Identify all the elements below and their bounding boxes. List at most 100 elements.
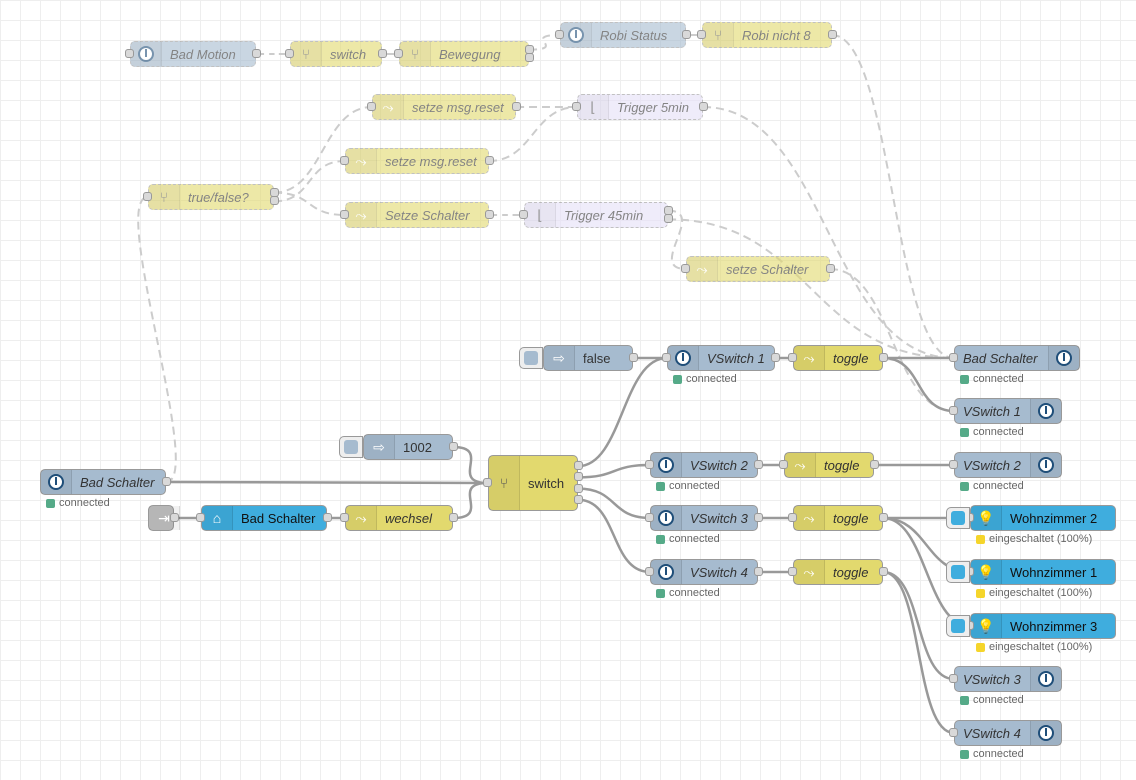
input-port[interactable] xyxy=(367,102,376,111)
node-vswitch-4[interactable]: VSwitch 4 xyxy=(650,559,758,585)
node-vswitch-3[interactable]: VSwitch 3 xyxy=(650,505,758,531)
input-port[interactable] xyxy=(788,353,797,362)
node-true-false[interactable]: ⑂true/false? xyxy=(148,184,274,210)
node-toggle[interactable]: ⤳toggle xyxy=(793,505,883,531)
wire[interactable] xyxy=(577,487,651,520)
wire[interactable] xyxy=(882,356,955,413)
output-port[interactable] xyxy=(664,214,673,224)
wire[interactable] xyxy=(577,498,651,574)
node-toggle[interactable]: ⤳toggle xyxy=(793,559,883,585)
wire[interactable] xyxy=(273,160,346,203)
node-bad-schalter[interactable]: ⌂Bad Schalter xyxy=(201,505,327,531)
node-wohnzimmer-1[interactable]: 💡Wohnzimmer 1 xyxy=(970,559,1116,585)
input-port[interactable] xyxy=(662,353,671,362)
node-switch[interactable]: ⑂switch xyxy=(290,41,382,67)
output-port[interactable] xyxy=(574,472,583,482)
inject-button[interactable] xyxy=(946,507,970,529)
node-link-in-icon[interactable]: ⇥ xyxy=(148,505,180,531)
node-setze-schalter[interactable]: ⤳setze Schalter xyxy=(686,256,830,282)
node-robi-nicht-8[interactable]: ⑂Robi nicht 8 xyxy=(702,22,832,48)
input-port[interactable] xyxy=(949,728,958,737)
output-port[interactable] xyxy=(754,567,763,576)
inject-button[interactable] xyxy=(946,615,970,637)
wire[interactable] xyxy=(273,191,346,216)
input-port[interactable] xyxy=(285,49,294,58)
node-bad-schalter[interactable]: Bad Schalter xyxy=(954,345,1080,371)
wire[interactable] xyxy=(577,463,651,479)
output-port[interactable] xyxy=(323,513,332,522)
node-vswitch-3[interactable]: VSwitch 3 xyxy=(954,666,1062,692)
input-port[interactable] xyxy=(681,264,690,273)
input-port[interactable] xyxy=(196,513,205,522)
output-port[interactable] xyxy=(449,442,458,451)
input-port[interactable] xyxy=(519,210,528,219)
node-vswitch-2[interactable]: VSwitch 2 xyxy=(954,452,1062,478)
output-port[interactable] xyxy=(664,205,673,215)
output-port[interactable] xyxy=(574,483,583,493)
output-port[interactable] xyxy=(574,494,583,504)
wire[interactable] xyxy=(667,209,687,270)
inject-button[interactable] xyxy=(339,436,363,458)
output-port[interactable] xyxy=(826,264,835,273)
output-port[interactable] xyxy=(270,196,279,206)
wire[interactable] xyxy=(882,570,955,681)
output-port[interactable] xyxy=(525,44,534,54)
input-port[interactable] xyxy=(125,49,134,58)
output-port[interactable] xyxy=(828,30,837,39)
input-port[interactable] xyxy=(340,513,349,522)
output-port[interactable] xyxy=(170,513,179,522)
node-bad-schalter[interactable]: Bad Schalter xyxy=(40,469,166,495)
node-wechsel[interactable]: ⤳wechsel xyxy=(345,505,453,531)
wire[interactable] xyxy=(452,481,489,520)
input-port[interactable] xyxy=(555,30,564,39)
node-robi-status[interactable]: Robi Status xyxy=(560,22,686,48)
input-port[interactable] xyxy=(645,460,654,469)
output-port[interactable] xyxy=(699,102,708,111)
output-port[interactable] xyxy=(512,102,521,111)
wire[interactable] xyxy=(273,106,373,194)
input-port[interactable] xyxy=(645,567,654,576)
node-toggle[interactable]: ⤳toggle xyxy=(793,345,883,371)
node-vswitch-1[interactable]: VSwitch 1 xyxy=(667,345,775,371)
wire[interactable] xyxy=(882,570,955,735)
output-port[interactable] xyxy=(270,187,279,197)
node-trigger-5min[interactable]: ⌊Trigger 5min xyxy=(577,94,703,120)
node-vswitch-2[interactable]: VSwitch 2 xyxy=(650,452,758,478)
node-setze-msg-reset[interactable]: ⤳setze msg.reset xyxy=(345,148,489,174)
output-port[interactable] xyxy=(879,567,888,576)
input-port[interactable] xyxy=(779,460,788,469)
wire[interactable] xyxy=(577,356,668,468)
input-port[interactable] xyxy=(143,192,152,201)
input-port[interactable] xyxy=(645,513,654,522)
input-port[interactable] xyxy=(394,49,403,58)
output-port[interactable] xyxy=(771,353,780,362)
output-port[interactable] xyxy=(485,156,494,165)
input-port[interactable] xyxy=(340,156,349,165)
node-vswitch-1[interactable]: VSwitch 1 xyxy=(954,398,1062,424)
node-wohnzimmer-3[interactable]: 💡Wohnzimmer 3 xyxy=(970,613,1116,639)
input-port[interactable] xyxy=(572,102,581,111)
input-port[interactable] xyxy=(788,567,797,576)
wire[interactable] xyxy=(831,34,955,359)
input-port[interactable] xyxy=(340,210,349,219)
inject-button[interactable] xyxy=(519,347,543,369)
wire[interactable] xyxy=(702,106,955,359)
output-port[interactable] xyxy=(485,210,494,219)
output-port[interactable] xyxy=(682,30,691,39)
input-port[interactable] xyxy=(949,406,958,415)
input-port[interactable] xyxy=(949,460,958,469)
output-port[interactable] xyxy=(449,513,458,522)
output-port[interactable] xyxy=(162,477,171,486)
wire[interactable] xyxy=(137,196,177,483)
input-port[interactable] xyxy=(697,30,706,39)
input-port[interactable] xyxy=(949,353,958,362)
output-port[interactable] xyxy=(754,460,763,469)
output-port[interactable] xyxy=(252,49,261,58)
output-port[interactable] xyxy=(754,513,763,522)
output-port[interactable] xyxy=(879,353,888,362)
output-port[interactable] xyxy=(378,49,387,58)
wire[interactable] xyxy=(488,106,578,162)
node-trigger-45min[interactable]: ⌊Trigger 45min xyxy=(524,202,668,228)
input-port[interactable] xyxy=(788,513,797,522)
node-bad-motion[interactable]: Bad Motion xyxy=(130,41,256,67)
